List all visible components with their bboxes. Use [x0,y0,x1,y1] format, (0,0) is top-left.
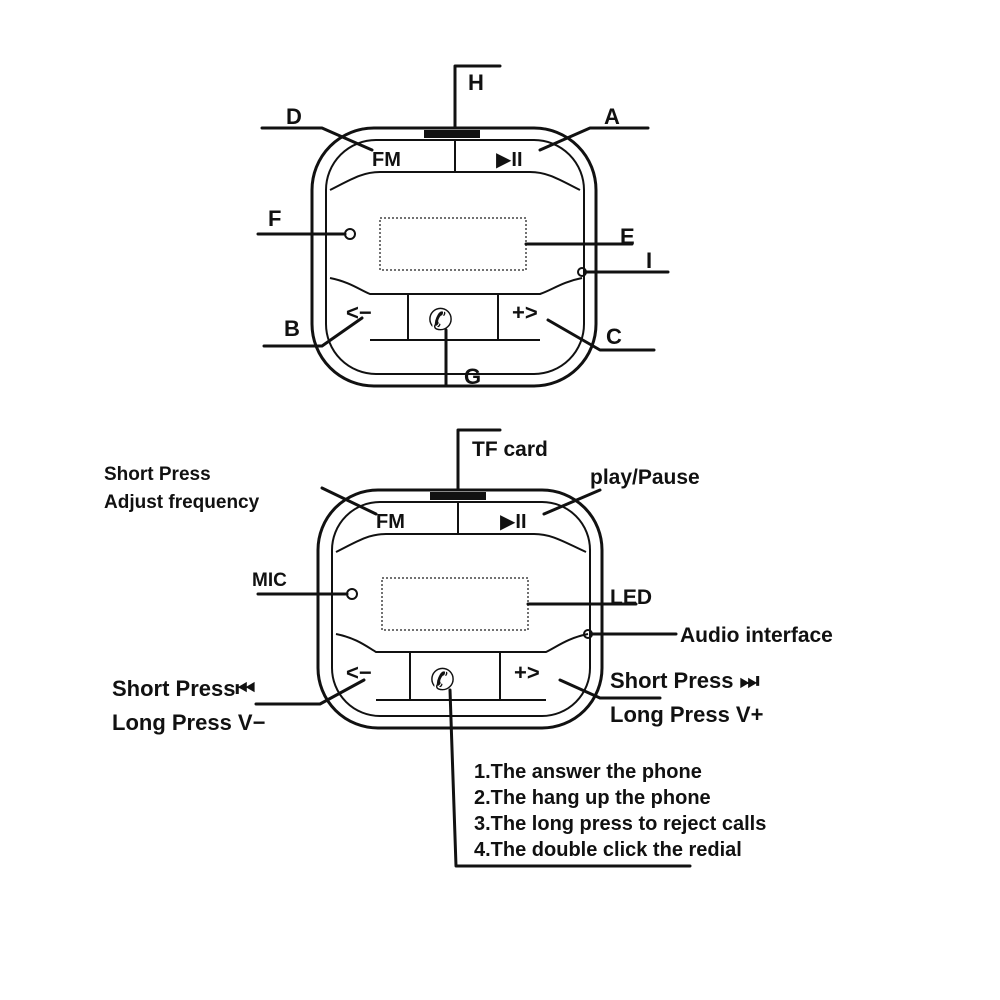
leader-c [546,318,656,352]
label-mic: MIC [252,570,287,591]
label-b: B [284,316,300,341]
leader-g [444,328,504,388]
label-audio-interface: Audio interface [680,624,833,647]
play-pause-button-label[interactable]: ▶II [500,511,527,533]
leader-h [453,64,502,130]
led-screen [381,577,529,631]
bottom-device: FM ▶II <− +> ✆ TF card play/Pause Short … [104,428,833,868]
minus-button-label[interactable]: <− [346,660,372,685]
fm-button-label[interactable]: FM [372,149,401,171]
label-g: G [464,364,481,389]
tf-card-slot [430,492,486,500]
label-led: LED [610,586,652,609]
label-d: D [286,104,302,129]
call-button-icon[interactable]: ✆ [428,304,453,337]
call-function-4: 4.The double click the redial [474,839,742,861]
leader-tf-card [456,428,502,492]
tf-card-slot [424,130,480,138]
label-right-short-press: Short Press ⏭ [610,668,760,693]
label-fm-short-press: Short Press [104,464,211,485]
leader-call [448,688,692,868]
label-tf-card: TF card [472,438,548,461]
top-button-bar-edge [335,533,587,553]
plus-button-label[interactable]: +> [512,300,538,325]
top-button-bar-edge [329,171,581,191]
device-outer-body [316,488,604,730]
label-h: H [468,70,484,95]
label-right-long-press: Long Press V+ [610,702,763,727]
label-a: A [604,104,620,129]
leader-d [260,126,374,152]
leader-fm [320,486,378,516]
leader-b [262,316,364,348]
plus-button-label[interactable]: +> [514,660,540,685]
label-left-long-press: Long Press V− [112,710,265,735]
call-function-2: 2.The hang up the phone [474,787,711,809]
label-i: I [646,248,652,273]
fm-button-label[interactable]: FM [376,511,405,533]
label-fm-adjust: Adjust frequency [104,492,260,513]
top-device: FM ▶II <− +> ✆ H D A F E I B C G [256,64,670,389]
label-e: E [620,224,635,249]
leader-a [538,126,650,152]
leader-left-button [254,678,366,706]
label-f: F [268,206,281,231]
device-inner-body [331,501,591,717]
label-left-short-press: Short Press⏮ [112,676,255,701]
play-pause-button-label[interactable]: ▶II [496,149,523,171]
call-function-1: 1.The answer the phone [474,761,702,783]
leader-right-button [558,678,662,700]
call-function-3: 3.The long press to reject calls [474,813,766,835]
label-play-pause: play/Pause [590,466,700,489]
leader-play-pause [542,488,602,516]
label-c: C [606,324,622,349]
led-screen [379,217,527,271]
bottom-button-bar-edge [335,633,589,653]
bottom-button-bar-edge [329,277,583,295]
